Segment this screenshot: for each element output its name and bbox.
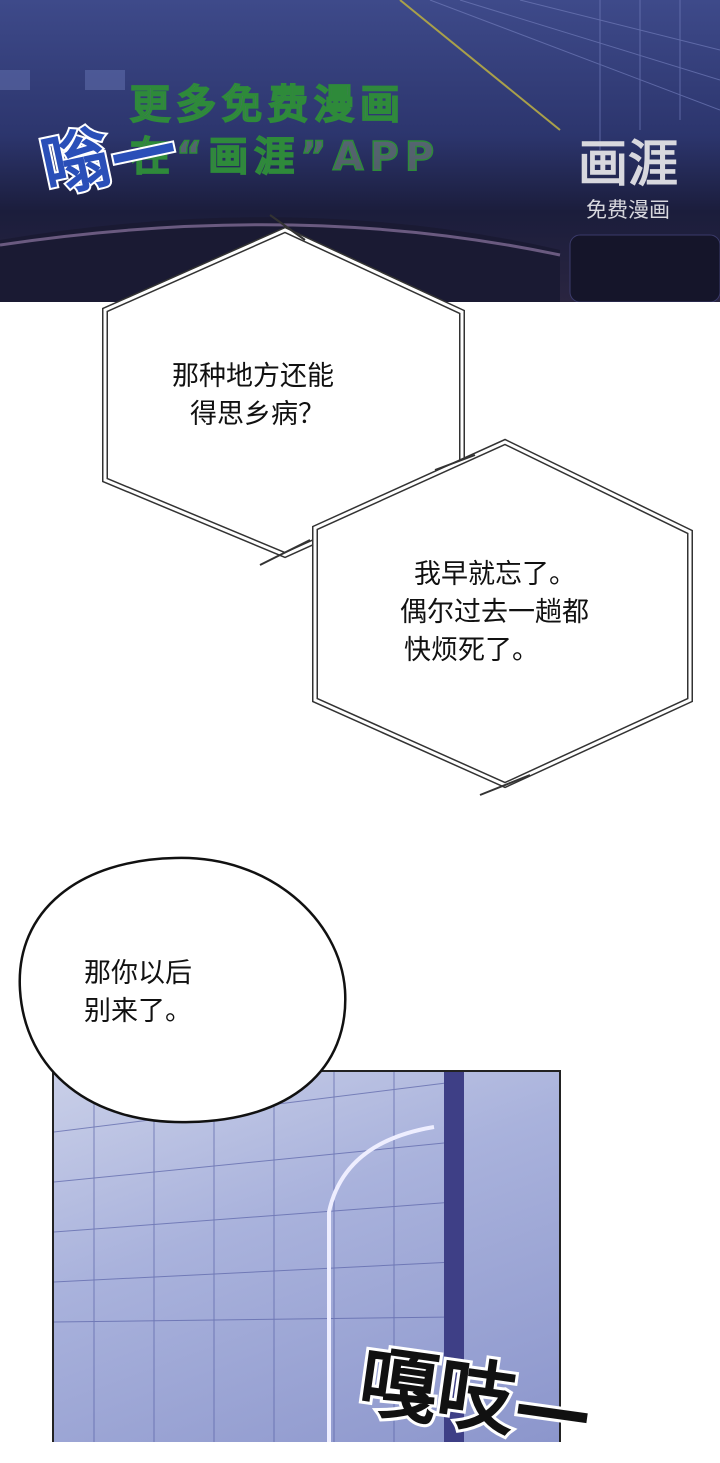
dialogue-line: 得思乡病？: [190, 399, 325, 430]
watermark-line1: 更多免费漫画: [129, 81, 406, 129]
logo-text: 画涯: [578, 135, 678, 193]
dialogue-line: 那种地方还能: [172, 361, 334, 392]
dialogue-line: 别来了。: [84, 996, 192, 1027]
dialogue-line: 我早就忘了。: [414, 559, 576, 590]
logo-subtext: 免费漫画: [586, 198, 670, 222]
dialogue-line: 偶尔过去一趟都: [400, 597, 589, 628]
dialogue-1: 那种地方还能 得思乡病？: [172, 358, 334, 434]
dialogue-line: 那你以后: [84, 958, 192, 989]
dialogue-2: 我早就忘了。 偶尔过去一趟都 快烦死了。: [400, 556, 589, 670]
building-panel: [52, 1070, 561, 1442]
watermark-logo: 画涯 免费漫画: [566, 134, 690, 224]
building-illustration: [54, 1072, 464, 1442]
dialogue-line: 快烦死了。: [404, 635, 539, 666]
night-road-panel: 更多免费漫画 在“画涯”APP 画涯 免费漫画 嗡—: [0, 0, 720, 302]
dialogue-3: 那你以后 别来了。: [84, 955, 192, 1031]
watermark-line2: 在“画涯”APP: [129, 133, 441, 181]
